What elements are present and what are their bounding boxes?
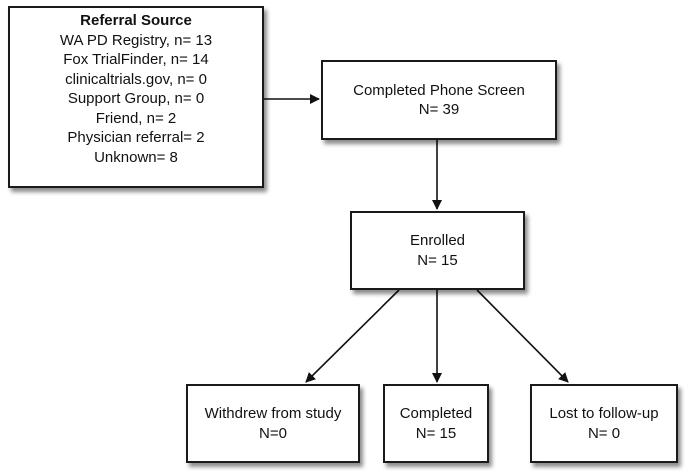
completed-box: Completed N= 15 — [383, 384, 489, 463]
phone-screen-box: Completed Phone Screen N= 39 — [321, 60, 557, 140]
arrow-enrolled-to-withdrew — [305, 289, 400, 383]
withdrew-box: Withdrew from study N=0 — [186, 384, 360, 463]
referral-item-support-group: Support Group, n= 0 — [67, 90, 205, 107]
lost-label: Lost to follow-up — [549, 405, 659, 422]
withdrew-count: N=0 — [259, 424, 287, 442]
referral-item-fox-trialfinder: Fox TrialFinder, n= 14 — [63, 51, 209, 68]
completed-label: Completed — [399, 405, 473, 422]
referral-source-title: Referral Source — [80, 12, 192, 29]
phone-screen-count: N= 39 — [418, 101, 460, 118]
arrow-enrolled-to-lost — [476, 289, 569, 383]
completed-count: N= 15 — [415, 424, 457, 442]
enrolled-label: Enrolled — [409, 232, 466, 249]
lost-count: N= 0 — [587, 424, 621, 442]
phone-screen-label: Completed Phone Screen — [353, 81, 525, 99]
referral-item-physician: Physician referral= 2 — [67, 129, 205, 146]
enrolled-count: N= 15 — [417, 251, 458, 269]
referral-item-unknown: Unknown= 8 — [94, 148, 178, 166]
referral-item-clinicaltrials: clinicaltrials.gov, n= 0 — [65, 70, 207, 88]
referral-item-friend: Friend, n= 2 — [95, 109, 177, 127]
referral-source-box: Referral Source WA PD Registry, n= 13 Fo… — [8, 6, 264, 188]
enrolled-box: Enrolled N= 15 — [350, 211, 525, 290]
referral-item-wa-pd-registry: WA PD Registry, n= 13 — [59, 31, 213, 49]
withdrew-label: Withdrew from study — [204, 405, 342, 422]
lost-to-follow-up-box: Lost to follow-up N= 0 — [530, 384, 678, 463]
